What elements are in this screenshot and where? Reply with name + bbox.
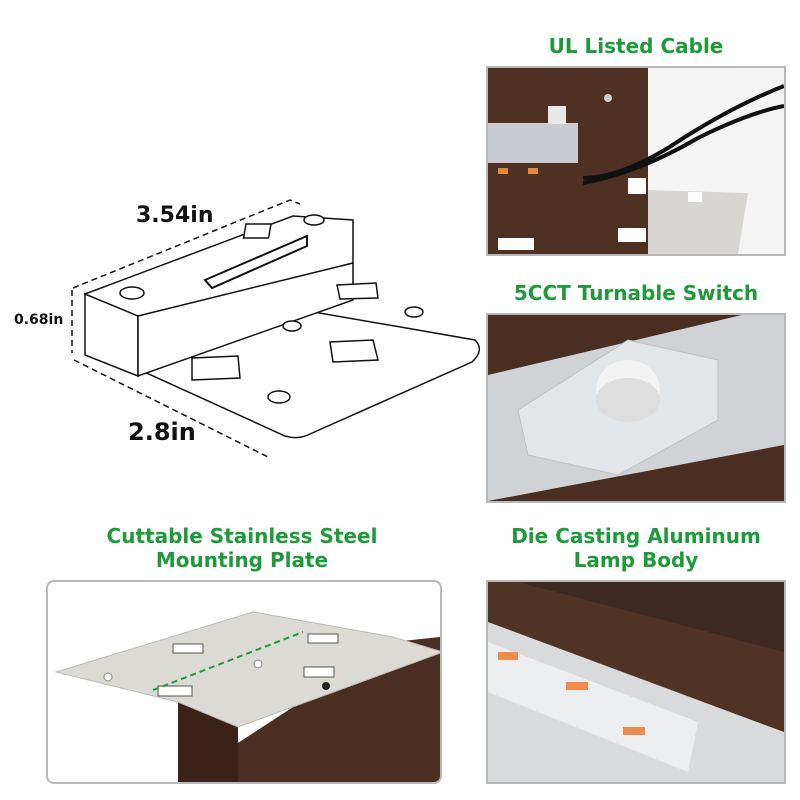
body-photo-panel — [486, 580, 786, 784]
height-dimension-label: 0.68in — [14, 312, 64, 328]
feature-title-plate: Cuttable Stainless Steel Mounting Plate — [46, 524, 438, 572]
feature-title-line: Lamp Body — [573, 548, 699, 572]
feature-title-line: 5CCT Turnable Switch — [513, 281, 759, 305]
cable-photo-panel — [486, 66, 786, 256]
feature-title-line: Mounting Plate — [155, 548, 329, 572]
lamp-body-photo — [488, 582, 784, 782]
cable-photo — [488, 68, 784, 254]
plate-photo — [54, 611, 440, 782]
feature-title-switch: 5CCT Turnable Switch — [487, 281, 785, 305]
feature-title-body: Die Casting Aluminum Lamp Body — [487, 524, 785, 572]
lamp-outline-drawing — [71, 199, 480, 459]
switch-photo-panel — [486, 313, 786, 503]
feature-title-line: Cuttable Stainless Steel — [106, 524, 378, 548]
dimension-drawing — [60, 190, 480, 470]
switch-photo — [488, 315, 784, 501]
feature-title-cable: UL Listed Cable — [487, 34, 785, 58]
feature-title-line: Die Casting Aluminum — [511, 524, 761, 548]
plate-photo-panel — [46, 580, 442, 784]
feature-title-line: UL Listed Cable — [548, 34, 724, 58]
width-dimension-label: 2.8in — [128, 418, 196, 446]
length-dimension-label: 3.54in — [136, 203, 214, 228]
